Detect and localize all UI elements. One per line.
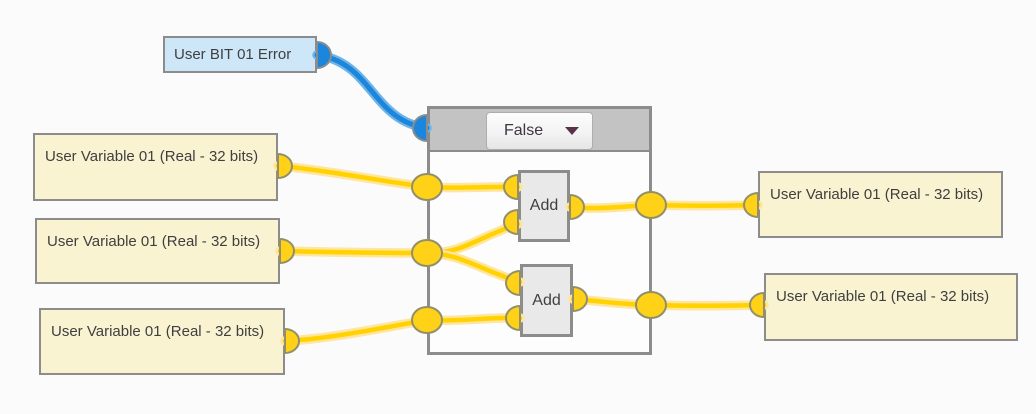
wire-frame-to-output1[interactable] xyxy=(646,200,763,211)
node-label: User Variable 01 (Real - 32 bits) xyxy=(45,148,259,165)
condition-frame-header[interactable]: False xyxy=(430,109,649,152)
port-output2-in[interactable] xyxy=(749,291,765,319)
node-label: User Variable 01 (Real - 32 bits) xyxy=(51,323,265,340)
port-input1-out[interactable] xyxy=(277,152,293,180)
node-label: User Variable 01 (Real - 32 bits) xyxy=(776,288,990,305)
condition-dropdown-value: False xyxy=(504,122,544,139)
port-input2-out[interactable] xyxy=(279,237,295,265)
node-add-operation-1[interactable]: Add xyxy=(518,170,570,242)
port-error-out[interactable] xyxy=(316,40,332,70)
chevron-down-icon xyxy=(565,127,579,135)
node-label: User Variable 01 (Real - 32 bits) xyxy=(47,233,261,250)
wire-input1-to-frame[interactable] xyxy=(273,161,432,192)
node-output-variable-2[interactable]: User Variable 01 (Real - 32 bits) xyxy=(764,273,1018,341)
condition-dropdown[interactable]: False xyxy=(486,112,593,150)
node-input-variable-3[interactable]: User Variable 01 (Real - 32 bits) xyxy=(39,308,285,375)
port-frame-condition-in[interactable] xyxy=(412,113,428,143)
node-label: User Variable 01 (Real - 32 bits) xyxy=(770,186,984,203)
node-error-flag[interactable]: User BIT 01 Error xyxy=(163,36,317,73)
wire-error-to-frame[interactable] xyxy=(312,50,432,133)
node-input-variable-1[interactable]: User Variable 01 (Real - 32 bits) xyxy=(33,133,278,201)
node-label: User BIT 01 Error xyxy=(174,46,292,63)
node-output-variable-1[interactable]: User Variable 01 (Real - 32 bits) xyxy=(758,171,1003,238)
node-input-variable-2[interactable]: User Variable 01 (Real - 32 bits) xyxy=(35,218,280,284)
add-operation-label: Add xyxy=(532,291,561,309)
node-add-operation-2[interactable]: Add xyxy=(520,264,573,337)
wire-input2-to-frame[interactable] xyxy=(275,246,432,258)
wire-input3-to-frame[interactable] xyxy=(280,315,432,346)
port-output1-in[interactable] xyxy=(743,191,759,219)
add-operation-label: Add xyxy=(529,197,559,214)
wire-frame-to-output2[interactable] xyxy=(646,300,769,311)
port-input3-out[interactable] xyxy=(284,327,300,355)
